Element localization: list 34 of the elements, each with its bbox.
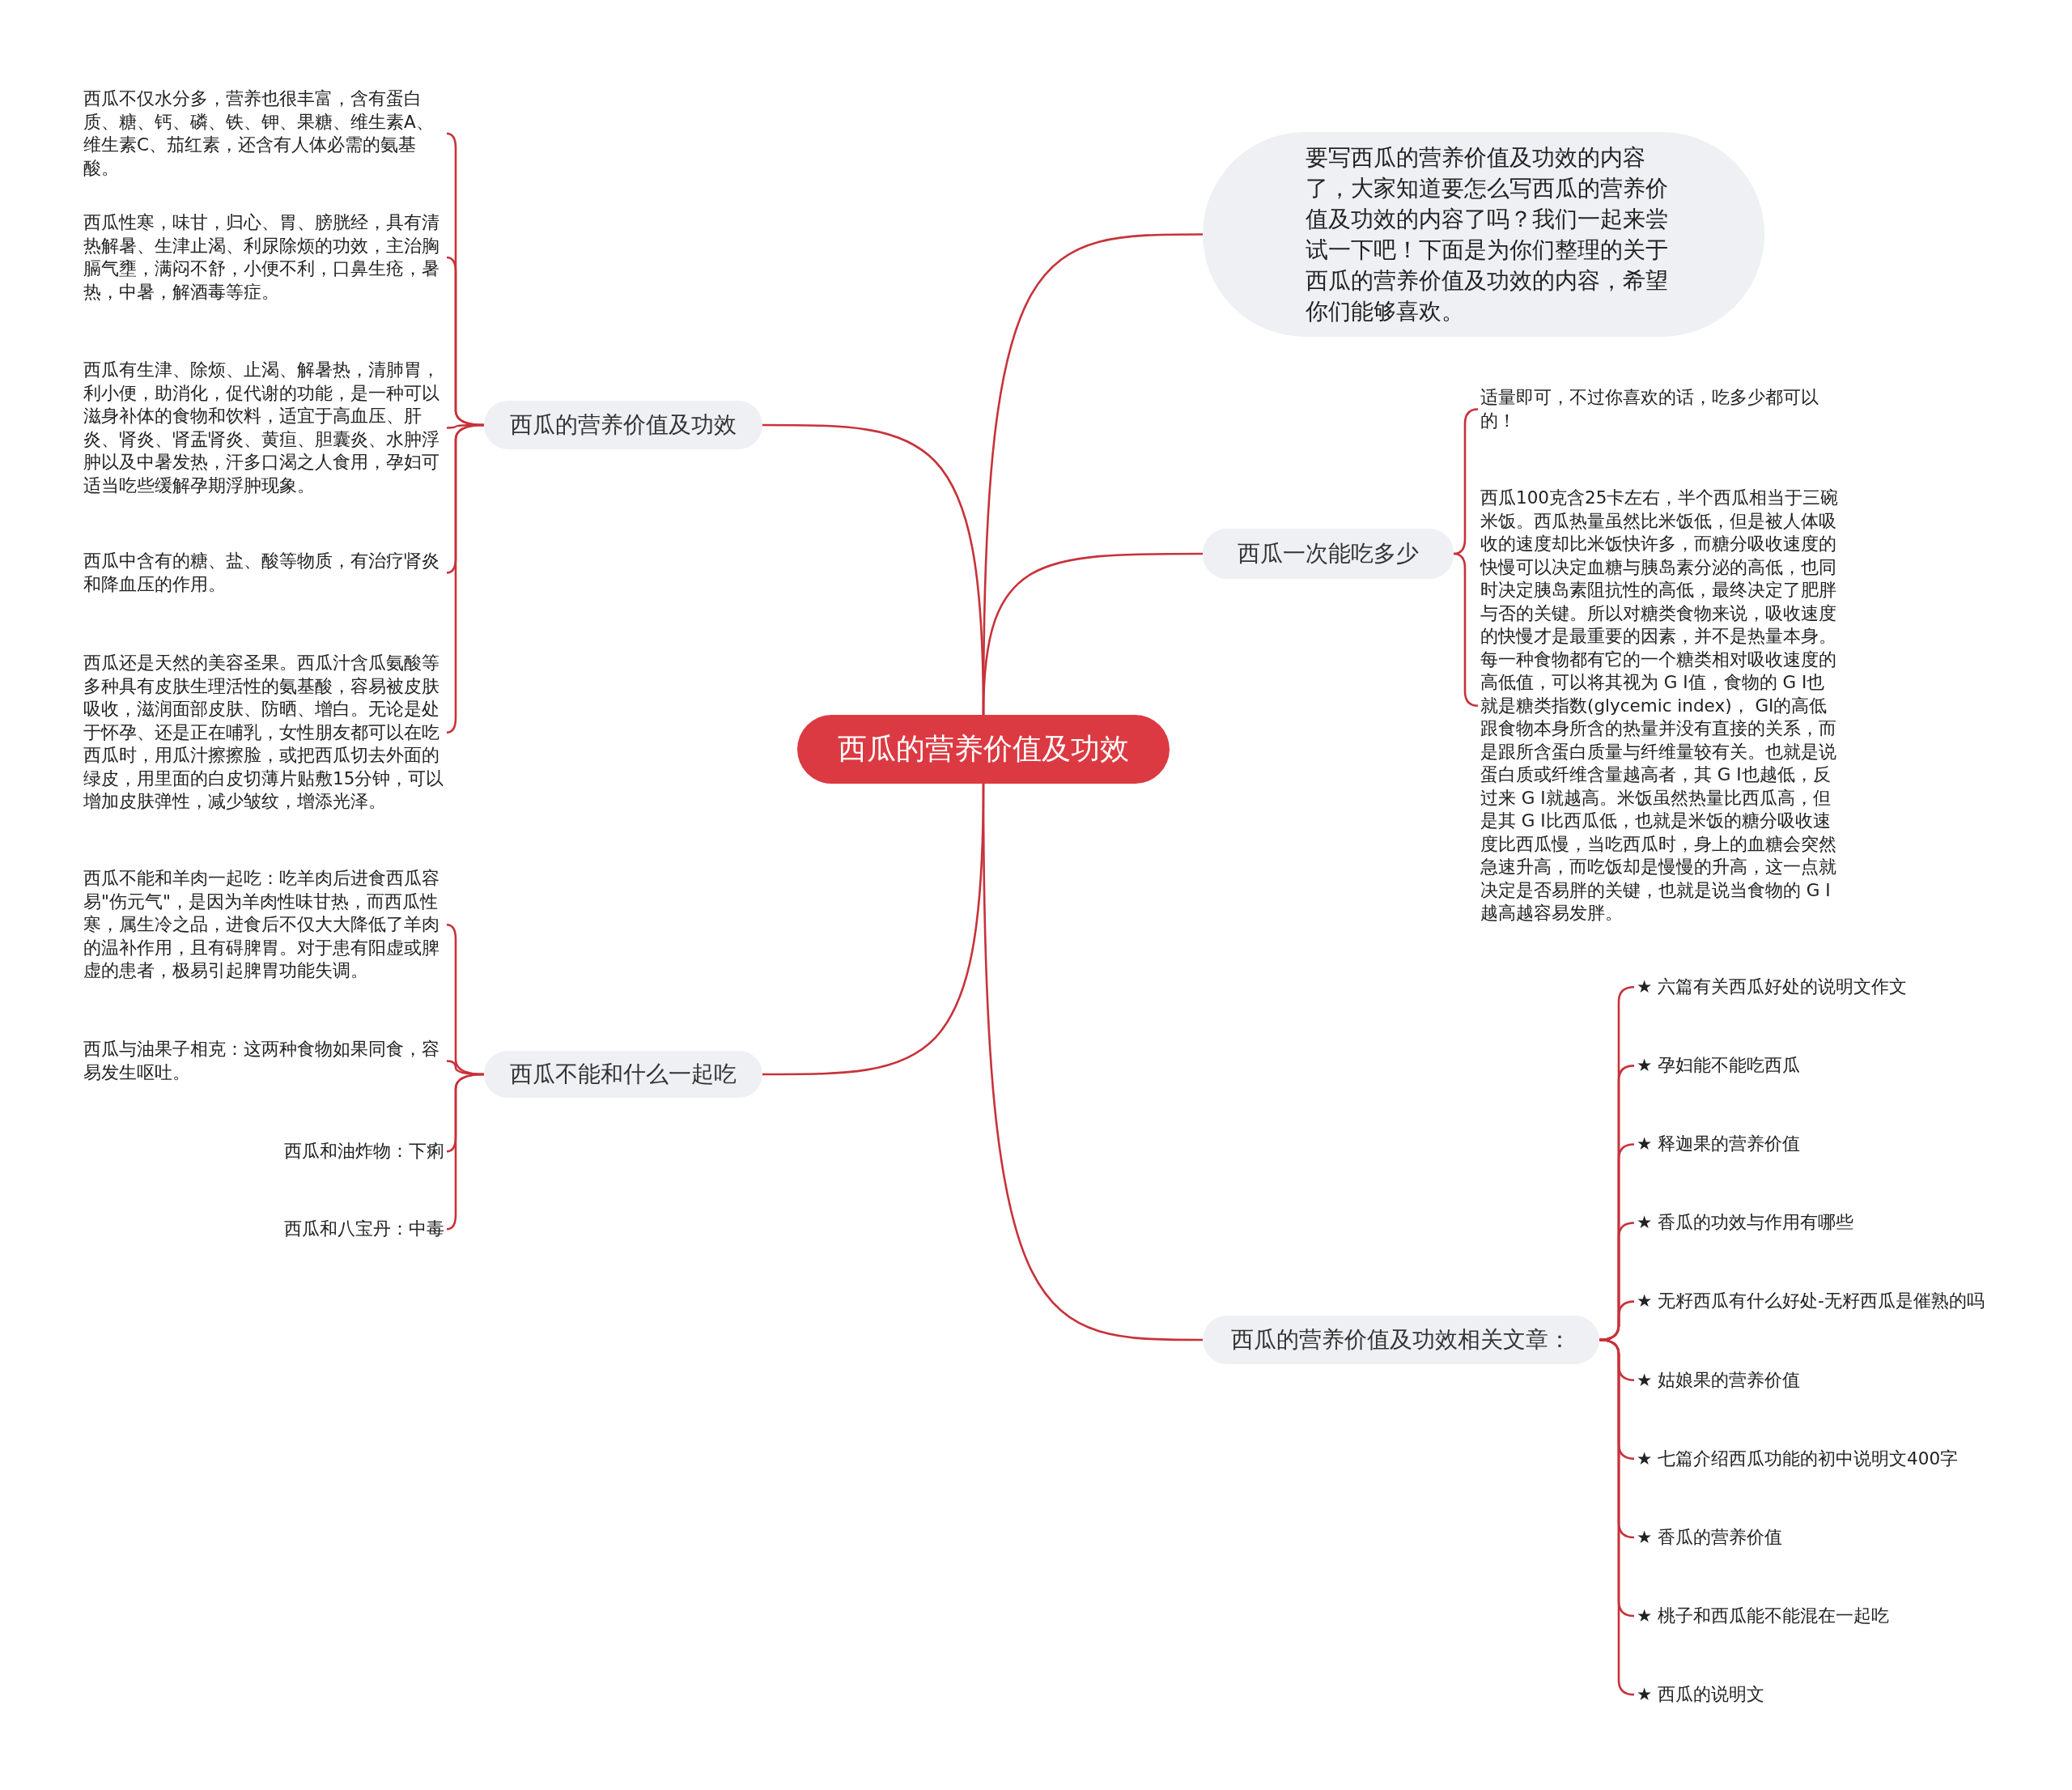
article-link-text: ★ 无籽西瓜有什么好处-无籽西瓜是催熟的吗 <box>1637 1290 1985 1313</box>
note-text: 西瓜中含有的糖、盐、酸等物质，有治疗肾炎和降血压的作用。 <box>83 550 444 596</box>
article-link-text: ★ 释迦果的营养价值 <box>1637 1133 1801 1156</box>
topic-bubble: 西瓜的营养价值及功效相关文章： <box>1203 1316 1599 1364</box>
connector-line <box>982 552 1203 716</box>
note-text: 西瓜与油果子相克：这两种食物如果同食，容易发生呕吐。 <box>83 1038 444 1084</box>
connector-line <box>446 1073 485 1231</box>
connector-line <box>1453 408 1479 555</box>
article-link-text: ★ 西瓜的说明文 <box>1637 1682 1765 1707</box>
article-link-text: ★ 香瓜的功效与作用有哪些 <box>1637 1211 1854 1235</box>
central-topic: 西瓜的营养价值及功效 <box>797 715 1170 784</box>
topic-bubble: 西瓜的营养价值及功效 <box>484 401 762 449</box>
article-link-text: ★ 桃子和西瓜能不能混在一起吃 <box>1637 1604 1890 1628</box>
topic-bubble: 西瓜不能和什么一起吃 <box>484 1051 762 1098</box>
article-link-text: ★ 香瓜的营养价值 <box>1637 1525 1783 1550</box>
article-link-text: ★ 六篇有关西瓜好处的说明文作文 <box>1637 976 1908 999</box>
connector-line <box>1599 1338 1635 1696</box>
article-link-text: ★ 姑娘果的营养价值 <box>1637 1368 1801 1392</box>
topic-bubble: 西瓜一次能吃多少 <box>1203 529 1454 579</box>
note-text: 西瓜性寒，味甘，归心、胃、膀胱经，具有清热解暑、生津止渴、利尿除烦的功效，主治胸膈气壅，满闷不舒，小便不利，口鼻生疮，暑热，中暑，解酒毒等症。 <box>83 211 444 304</box>
note-text: 适量即可，不过你喜欢的话，吃多少都可以的！ <box>1480 386 1841 432</box>
article-link-text: 西瓜和油炸物：下痢 <box>284 1140 444 1163</box>
article-link-text: 西瓜和八宝丹：中毒 <box>284 1218 444 1241</box>
intro-bubble: 要写西瓜的营养价值及功效的内容了，大家知道要怎么写西瓜的营养价值及功效的内容了吗？我们一起来尝试一下吧！下面是为你们整理的关于西瓜的营养价值及功效的内容，希望你们能够喜欢。 <box>1203 132 1764 337</box>
connector-line <box>1453 552 1479 708</box>
note-text: 西瓜不能和羊肉一起吃：吃羊肉后进食西瓜容易"伤元气"，是因为羊肉性味甘热，而西瓜性寒，属生冷之品，进食后不仅大大降低了羊肉的温补作用，且有碍脾胃。对于患有阳虚或脾虚的患者，极易引起脾胃功能失调。 <box>83 867 444 983</box>
connector-line <box>982 784 1203 1341</box>
article-link-text: ★ 七篇介绍西瓜功能的初中说明文400字 <box>1637 1447 1959 1471</box>
article-link-text: ★ 孕妇能不能吃西瓜 <box>1637 1054 1801 1078</box>
note-text: 西瓜有生津、除烦、止渴、解暑热，清肺胃，利小便，助消化，促代谢的功能，是一种可以滋身补体的食物和饮料，适宜于高血压、肝炎、肾炎、肾盂肾炎、黄疸、胆囊炎、水肿浮肿以及中暑发热，汗多口渴之人食用，孕妇可适当吃些缓解孕期浮肿现象。 <box>83 359 444 497</box>
note-text: 西瓜不仅水分多，营养也很丰富，含有蛋白质、糖、钙、磷、铁、钾、果糖、维生素A、维生素C、茄红素，还含有人体必需的氨基酸。 <box>83 87 444 180</box>
connector-line <box>446 423 485 734</box>
note-text: 西瓜还是天然的美容圣果。西瓜汁含瓜氨酸等多种具有皮肤生理活性的氨基酸，容易被皮肤吸收，滋润面部皮肤、防晒、增白。无论是处于怀孕、还是正在哺乳，女性朋友都可以在吃西瓜时，用瓜汁擦擦脸，或把西瓜切去外面的绿皮，用里面的白皮切薄片贴敷15分钟，可以增加皮肤弹性，减少皱纹，增添光泽。 <box>83 652 444 814</box>
note-text: 西瓜100克含25卡左右，半个西瓜相当于三碗米饭。西瓜热量虽然比米饭低，但是被人体吸收的速度却比米饭快许多，而糖分吸收速度的快慢可以决定血糖与胰岛素分泌的高低，也同时决定胰岛素阻抗性的高低，最终决定了肥胖与否的关键。所以对糖类食物来说，吸收速度的快慢才是最重要的因素，并不是热量本身。每一种食物都有它的一个糖类相对吸收速度的高低值，可以将其视为 G I值，食物的 G I也就是糖类指数(glycemic index)， GI的高低跟食物本身所含的热量并没有直接的关系，而是跟所含蛋白质量与纤维量较有关。也就是说蛋白质或纤维含量越高者，其 G I也越低，反过来 G I就越高。米饭虽然热量比西瓜高，但是其 G I比西瓜低，也就是米饭的糖分吸收速度比西瓜慢，当吃西瓜时，身上的血糖会突然急速升高，而吃饭却是慢慢的升高，这一点就决定是否易胖的关键，也就是说当食物的 G I越高越容易发胖。 <box>1480 487 1841 925</box>
